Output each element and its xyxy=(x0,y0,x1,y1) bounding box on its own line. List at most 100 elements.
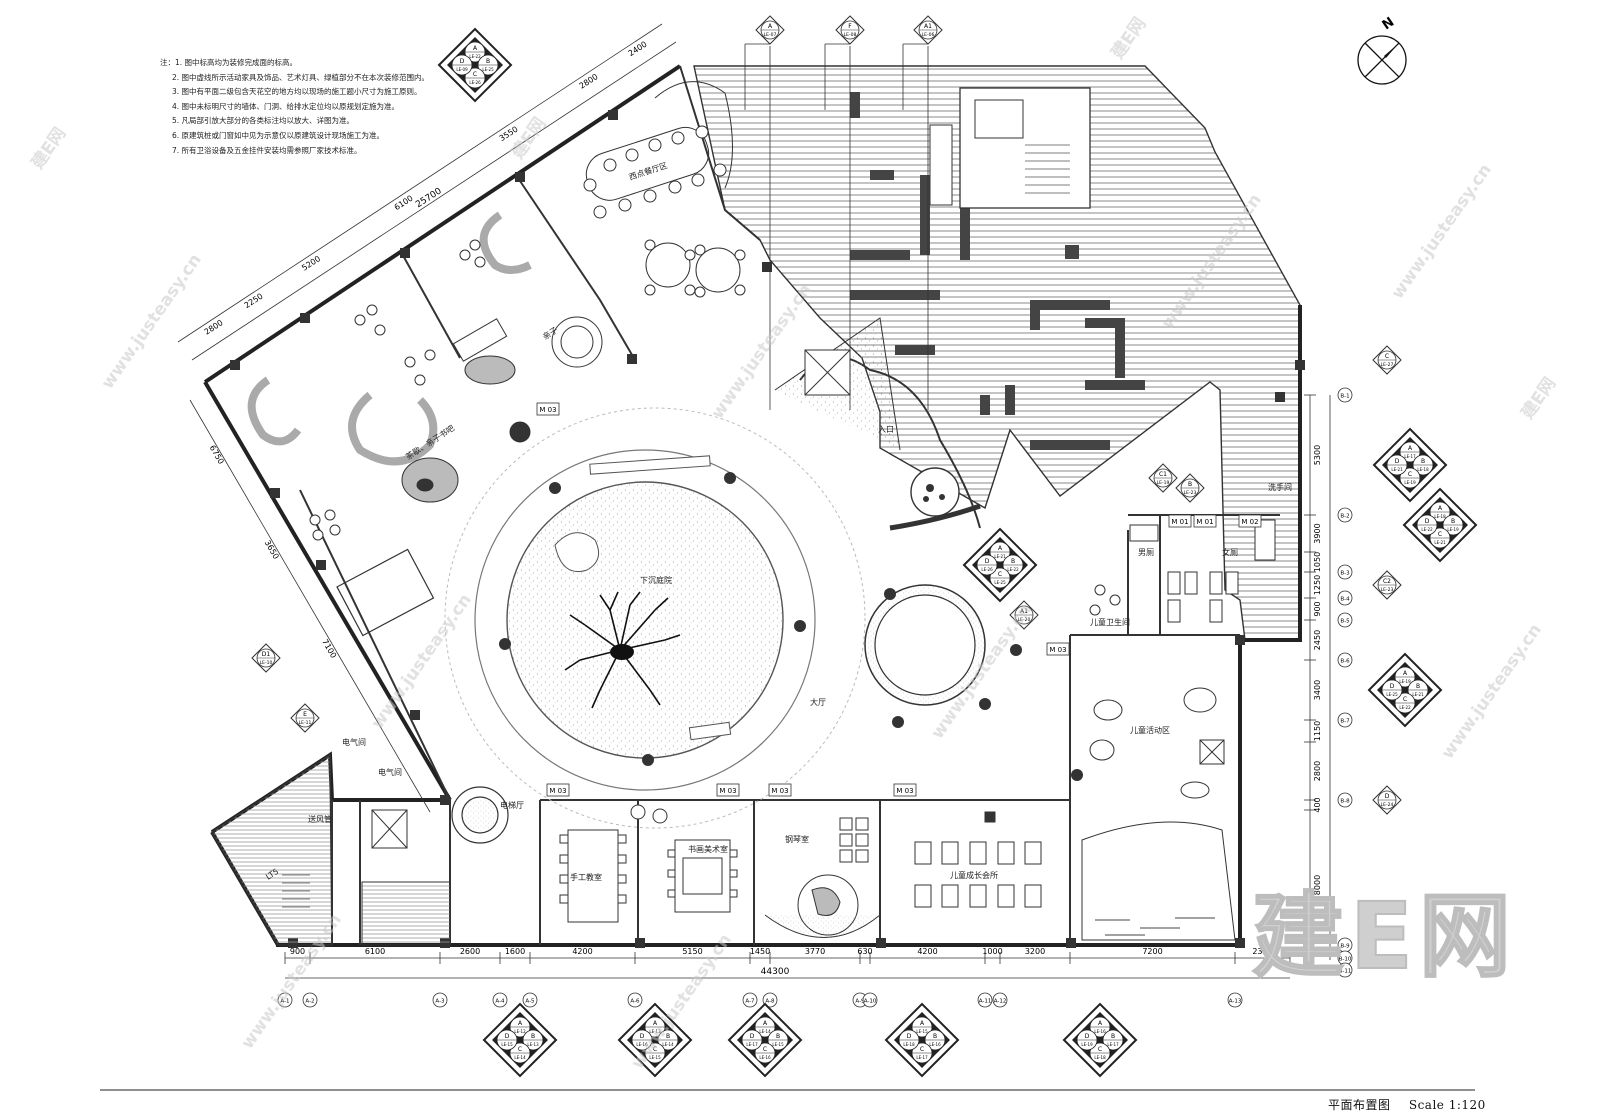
svg-text:LE-17: LE-17 xyxy=(1404,454,1416,459)
svg-text:E: E xyxy=(303,711,307,718)
dim-right-4: 900 xyxy=(1313,601,1322,616)
grid-label-bottom-5: A-6 xyxy=(630,999,640,1005)
door-tag-7 xyxy=(536,402,560,416)
svg-text:B: B xyxy=(933,1033,937,1040)
svg-text:LE-07: LE-07 xyxy=(764,32,777,38)
label-entrance: 入口 xyxy=(878,425,894,434)
dim-right-0: 5300 xyxy=(1313,445,1322,465)
svg-text:LE-17: LE-17 xyxy=(916,1055,928,1060)
svg-text:B: B xyxy=(1188,481,1192,488)
svg-text:www.justeasy.cn: www.justeasy.cn xyxy=(1438,620,1546,762)
svg-text:LE-18: LE-18 xyxy=(1434,514,1446,519)
grid-bubble-right-1 xyxy=(1337,507,1353,523)
notes-line-1: 注：1. 图中标高均为装修完成面的标高。 xyxy=(160,58,298,67)
svg-text:建E网: 建E网 xyxy=(27,123,70,172)
svg-text:LE-13: LE-13 xyxy=(649,1029,661,1034)
svg-text:LE-11: LE-11 xyxy=(299,720,312,726)
elev-side-marker-0: CLE-27 xyxy=(1372,345,1402,375)
door-tag-label-3: M 03 xyxy=(549,787,566,795)
dim-top-5: 2800 xyxy=(578,72,600,91)
grid-bubble-right-2 xyxy=(1337,564,1353,580)
svg-text:C: C xyxy=(920,1046,924,1053)
svg-text:LE-23: LE-23 xyxy=(1381,587,1394,593)
hatched-existing-building xyxy=(693,65,1301,641)
svg-text:LE-13: LE-13 xyxy=(527,1042,539,1047)
svg-text:B: B xyxy=(776,1033,780,1040)
svg-text:D1: D1 xyxy=(262,651,271,658)
dim-right-3: 1250 xyxy=(1313,575,1322,595)
svg-text:LE-20: LE-20 xyxy=(1018,617,1031,623)
svg-text:LE-16: LE-16 xyxy=(1094,1029,1106,1034)
title-block: 平面布置图 Scale 1:120 xyxy=(1328,1096,1500,1113)
grid-label-bottom-12: A-13 xyxy=(1229,999,1242,1005)
bottom-total-dimension: 44300 xyxy=(761,967,790,977)
door-tag-label-0: M 01 xyxy=(1171,518,1188,526)
svg-text:D: D xyxy=(1425,518,1430,525)
brand-watermark: 建E网 xyxy=(1251,882,1517,991)
svg-text:LE-16: LE-16 xyxy=(759,1055,771,1060)
svg-text:C: C xyxy=(1385,353,1389,360)
svg-text:A: A xyxy=(653,1020,658,1027)
grid-label-right-5: B-6 xyxy=(1340,659,1350,665)
svg-text:LE-17: LE-17 xyxy=(746,1042,758,1047)
kids-play-area xyxy=(1081,687,1236,941)
svg-text:D: D xyxy=(750,1033,755,1040)
notes-line-6: 6. 原建筑桩或门窗如中见为示意仅以原建筑设计现场施工为准。 xyxy=(172,130,385,140)
entrance-area xyxy=(774,317,981,531)
svg-text:LE-21: LE-21 xyxy=(1391,467,1403,472)
stair-core xyxy=(929,87,1091,209)
dim-right-7: 1150 xyxy=(1313,721,1322,741)
svg-text:A: A xyxy=(1408,445,1413,452)
dim-top-6: 2400 xyxy=(627,40,649,59)
svg-text:LE-21: LE-21 xyxy=(1412,692,1424,697)
svg-text:LE-26: LE-26 xyxy=(469,80,481,85)
svg-text:A: A xyxy=(1098,1020,1103,1027)
sw-stair-core xyxy=(210,753,451,946)
elev-top-marker-0: ALE-07 xyxy=(744,15,785,410)
svg-text:D: D xyxy=(1085,1033,1090,1040)
label-electrical-1: 电气间 xyxy=(342,737,366,747)
notes-line-3: 3. 图中有平面二级包含天花空的地方均以现场的施工题小尺寸为施工原则。 xyxy=(172,87,422,97)
elev-side-marker-1: BLE-23 xyxy=(1175,473,1205,503)
svg-text:建E网: 建E网 xyxy=(1517,373,1560,422)
svg-text:B: B xyxy=(1111,1033,1115,1040)
drawing-title: 平面布置图 xyxy=(1328,1098,1391,1112)
door-tag-label-5: M 03 xyxy=(771,787,788,795)
grid-label-bottom-8: A-9 xyxy=(855,999,865,1005)
svg-text:建E网: 建E网 xyxy=(1107,13,1150,62)
svg-text:B: B xyxy=(666,1033,670,1040)
dim-left-2: 7100 xyxy=(320,638,338,660)
grid-label-bottom-1: A-2 xyxy=(305,999,314,1005)
top-total-dimension: 25700 xyxy=(414,186,444,210)
grid-bubble-bottom-4 xyxy=(522,992,538,1008)
grid-label-bottom-9: A-10 xyxy=(864,999,877,1005)
svg-text:LE-18: LE-18 xyxy=(1094,1055,1106,1060)
svg-text:B: B xyxy=(1011,558,1015,565)
dim-top-1: 2250 xyxy=(243,292,265,311)
label-art-class: 书画美术室 xyxy=(688,844,728,854)
grid-bubble-right-7 xyxy=(1337,792,1353,808)
dim-bottom-5: 5150 xyxy=(682,947,702,956)
grid-bubble-right-6 xyxy=(1337,712,1353,728)
svg-text:LE-22: LE-22 xyxy=(1399,705,1411,710)
svg-text:C: C xyxy=(1403,696,1407,703)
dim-bottom-0: 900 xyxy=(290,947,305,956)
elev-side-marker-3: DLE-24 xyxy=(1372,785,1402,815)
elev-top-marker-1: FLE-08 xyxy=(824,15,865,410)
svg-text:LE-21: LE-21 xyxy=(994,554,1006,559)
svg-text:D: D xyxy=(907,1033,912,1040)
dim-bottom-12: 7200 xyxy=(1142,947,1162,956)
interior-walls xyxy=(299,65,1280,945)
svg-text:LE-25: LE-25 xyxy=(482,67,494,72)
svg-text:B: B xyxy=(1451,518,1455,525)
svg-text:LE-19: LE-19 xyxy=(1081,1042,1093,1047)
svg-text:C: C xyxy=(518,1046,522,1053)
svg-text:LE-06: LE-06 xyxy=(922,32,935,38)
grid-label-bottom-2: A-3 xyxy=(435,999,445,1005)
quad-section-markers: ALE-12BLE-13CLE-14DLE-15ALE-13BLE-14CLE-… xyxy=(437,27,1478,1078)
